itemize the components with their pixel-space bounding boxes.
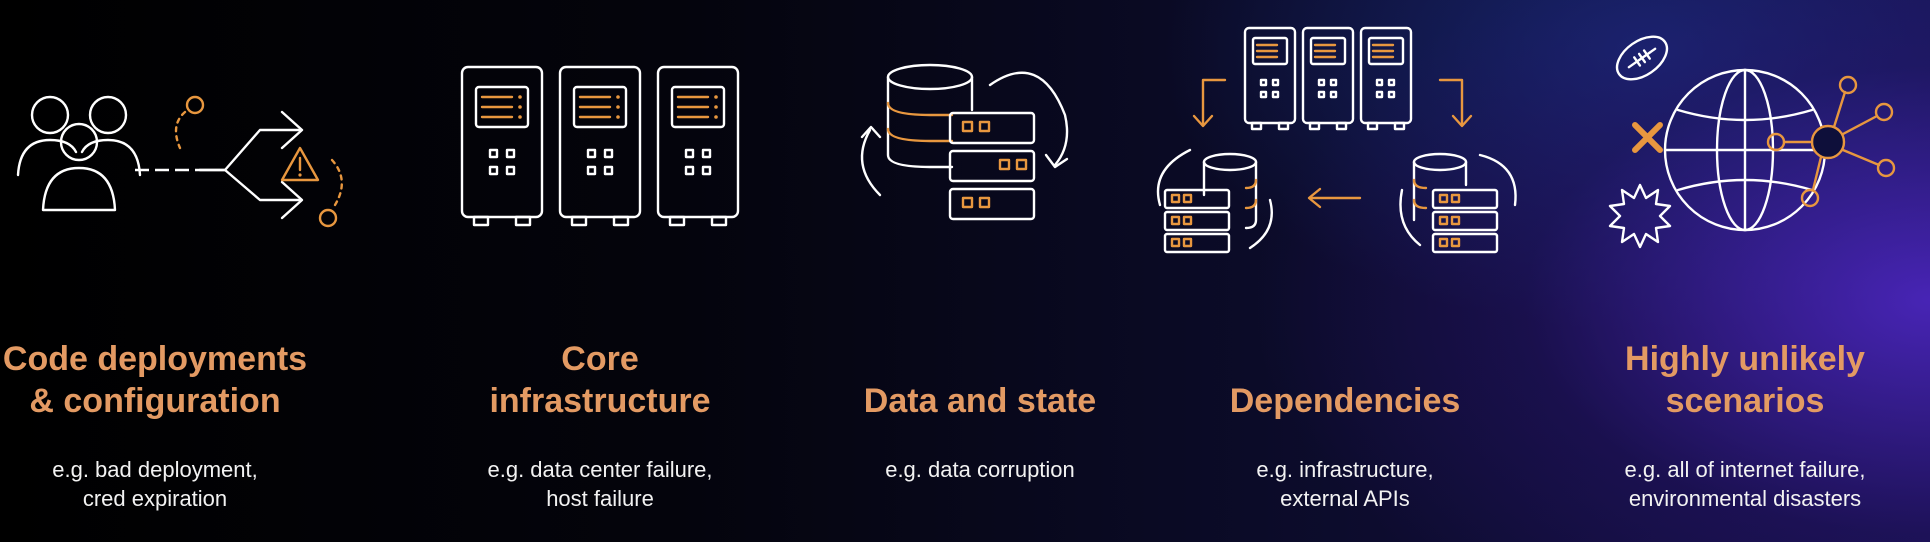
deployment-users-icon <box>10 70 370 235</box>
globe-network-icon <box>1600 20 1900 265</box>
column-description: host failure <box>546 486 654 511</box>
column-description: e.g. data corruption <box>885 457 1075 482</box>
column-data-and-state: Data and state e.g. data corruption <box>820 0 1140 542</box>
column-title: Data and state <box>863 382 1097 420</box>
column-description: external APIs <box>1280 486 1410 511</box>
column-core-infrastructure: Core infrastructure e.g. data center fai… <box>410 0 790 542</box>
column-description: e.g. bad deployment, <box>52 457 258 482</box>
column-title: Code deployments <box>2 340 308 378</box>
column-description: cred expiration <box>82 486 228 511</box>
database-sync-icon <box>840 55 1100 240</box>
column-description: e.g. all of internet failure, <box>1624 457 1866 482</box>
column-title: scenarios <box>1665 382 1825 420</box>
column-code-deployments: Code deployments & configuration e.g. ba… <box>0 0 343 542</box>
column-title: Dependencies <box>1229 382 1461 420</box>
column-dependencies: Dependencies e.g. infrastructure, extern… <box>1150 0 1540 542</box>
column-description: environmental disasters <box>1628 486 1862 511</box>
column-title: infrastructure <box>489 382 711 420</box>
dependencies-icon <box>1150 20 1540 265</box>
server-racks-icon <box>460 65 750 240</box>
column-highly-unlikely-scenarios: Highly unlikely scenarios e.g. all of in… <box>1560 0 1930 542</box>
column-description: e.g. data center failure, <box>487 457 713 482</box>
column-description: e.g. infrastructure, <box>1256 457 1434 482</box>
column-title: Core <box>561 340 639 378</box>
column-title: & configuration <box>29 382 281 420</box>
column-title: Highly unlikely <box>1625 340 1865 378</box>
